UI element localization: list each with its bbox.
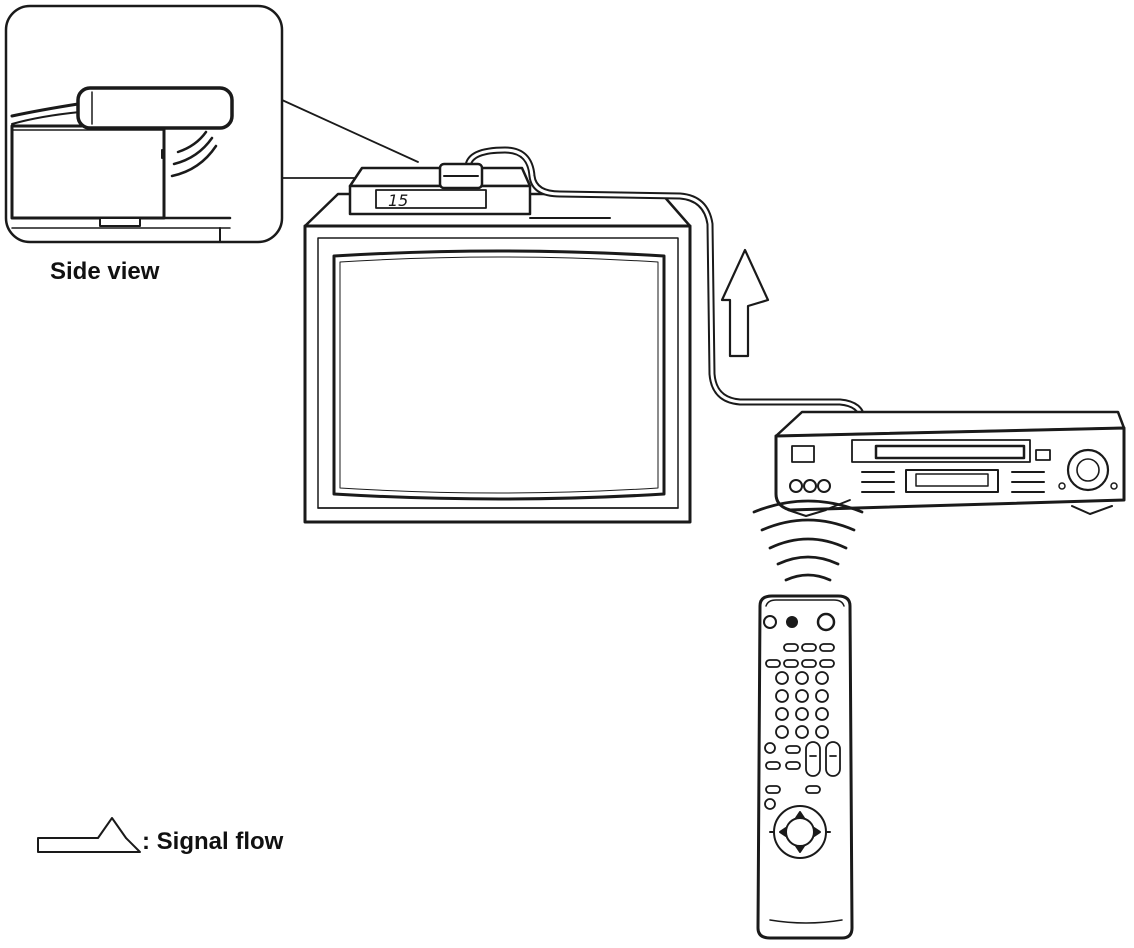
television <box>303 192 692 524</box>
side-view-inset <box>4 4 419 244</box>
display-readout: 15 <box>388 191 408 210</box>
ir-wave-icon-inset <box>170 130 218 178</box>
vcr-jog-dial <box>1066 448 1110 492</box>
signal-flow-label: : Signal flow <box>142 828 284 855</box>
remote-control <box>756 594 854 940</box>
box-display <box>375 189 487 209</box>
remote-keypad <box>775 671 829 739</box>
signal-flow-arrow-icon <box>720 248 770 358</box>
ir-blaster-side <box>76 86 234 130</box>
ir-blaster <box>438 146 866 424</box>
legend-arrow-icon <box>37 817 141 853</box>
ir-wave-icon-remote <box>752 499 864 582</box>
set-top-box: 15 <box>348 166 532 216</box>
vcr <box>774 410 1126 517</box>
side-view-label: Side view <box>50 258 160 285</box>
remote-nav-pad <box>769 805 831 859</box>
